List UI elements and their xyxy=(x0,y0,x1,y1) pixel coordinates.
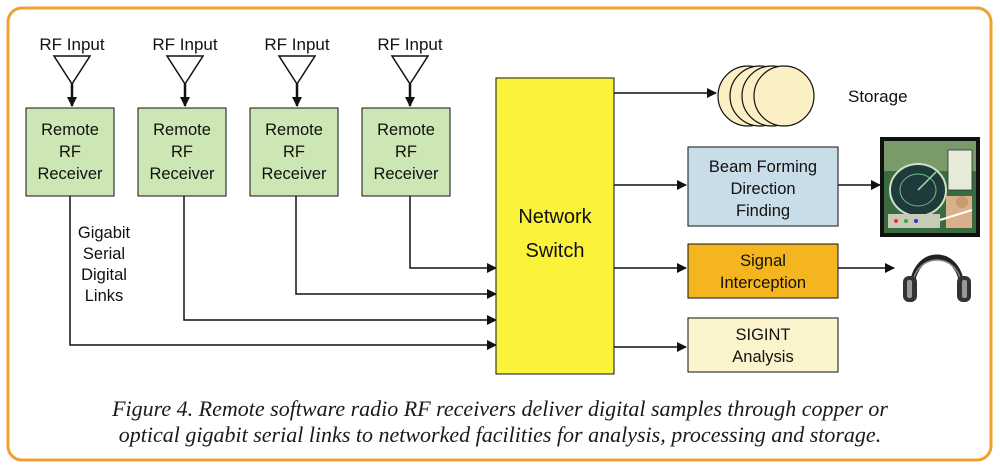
intercept-line: Interception xyxy=(720,274,806,292)
antenna-icon xyxy=(52,55,92,107)
switch-output-connectors xyxy=(614,88,895,352)
antenna-icon xyxy=(390,55,430,107)
links-label-line: Serial xyxy=(83,245,125,263)
remote-rf-receiver-4: Remote RF Receiver xyxy=(361,107,451,197)
receiver-line: Receiver xyxy=(261,165,327,183)
beam-line: Beam Forming xyxy=(709,158,817,176)
receiver-line: RF xyxy=(171,143,193,161)
links-label-line: Gigabit xyxy=(78,224,131,242)
receiver-line: Remote xyxy=(265,121,323,139)
storage-label: Storage xyxy=(848,87,908,106)
remote-rf-receiver-3: Remote RF Receiver xyxy=(249,107,339,197)
receiver-line: Receiver xyxy=(37,165,103,183)
serial-link-1 xyxy=(69,196,497,350)
figure-caption-line-1: Figure 4. Remote software radio RF recei… xyxy=(111,396,888,421)
serial-link-2 xyxy=(183,196,497,325)
receiver-line: RF xyxy=(283,143,305,161)
serial-link-4 xyxy=(409,196,497,273)
intercept-line: Signal xyxy=(740,252,786,270)
receiver-line: Remote xyxy=(153,121,211,139)
antenna-icon xyxy=(277,55,317,107)
network-switch: Network Switch xyxy=(495,77,615,375)
receiver-line: RF xyxy=(59,143,81,161)
rf-input-label-1: RF Input xyxy=(39,35,104,54)
signal-interception-box: Signal Interception xyxy=(687,243,839,299)
rf-input-label-2: RF Input xyxy=(152,35,217,54)
receiver-line: Receiver xyxy=(373,165,439,183)
headphones-icon xyxy=(903,254,971,302)
receiver-line: RF xyxy=(395,143,417,161)
beam-line: Finding xyxy=(736,202,790,220)
gigabit-links-label: Gigabit Serial Digital Links xyxy=(78,224,131,305)
serial-link-3 xyxy=(295,196,497,299)
links-label-line: Digital xyxy=(81,266,127,284)
sigint-analysis-box: SIGINT Analysis xyxy=(687,317,839,373)
receiver-line: Remote xyxy=(41,121,99,139)
antenna-icon xyxy=(165,55,205,107)
links-label-line: Links xyxy=(85,287,124,305)
switch-line: Network xyxy=(518,206,592,228)
sigint-line: SIGINT xyxy=(735,326,790,344)
radar-display-icon xyxy=(880,137,980,237)
remote-rf-receiver-1: Remote RF Receiver xyxy=(25,107,115,197)
switch-line: Switch xyxy=(526,240,585,262)
sigint-line: Analysis xyxy=(732,348,793,366)
beam-forming-box: Beam Forming Direction Finding xyxy=(687,146,839,227)
receiver-line: Remote xyxy=(377,121,435,139)
rf-input-label-4: RF Input xyxy=(377,35,442,54)
beam-line: Direction xyxy=(730,180,795,198)
receiver-line: Receiver xyxy=(149,165,215,183)
serial-link-connectors xyxy=(69,196,497,350)
rf-input-label-3: RF Input xyxy=(264,35,329,54)
remote-rf-receiver-2: Remote RF Receiver xyxy=(137,107,227,197)
storage-discs-icon xyxy=(717,65,815,127)
figure-caption-line-2: optical gigabit serial links to networke… xyxy=(119,422,881,447)
